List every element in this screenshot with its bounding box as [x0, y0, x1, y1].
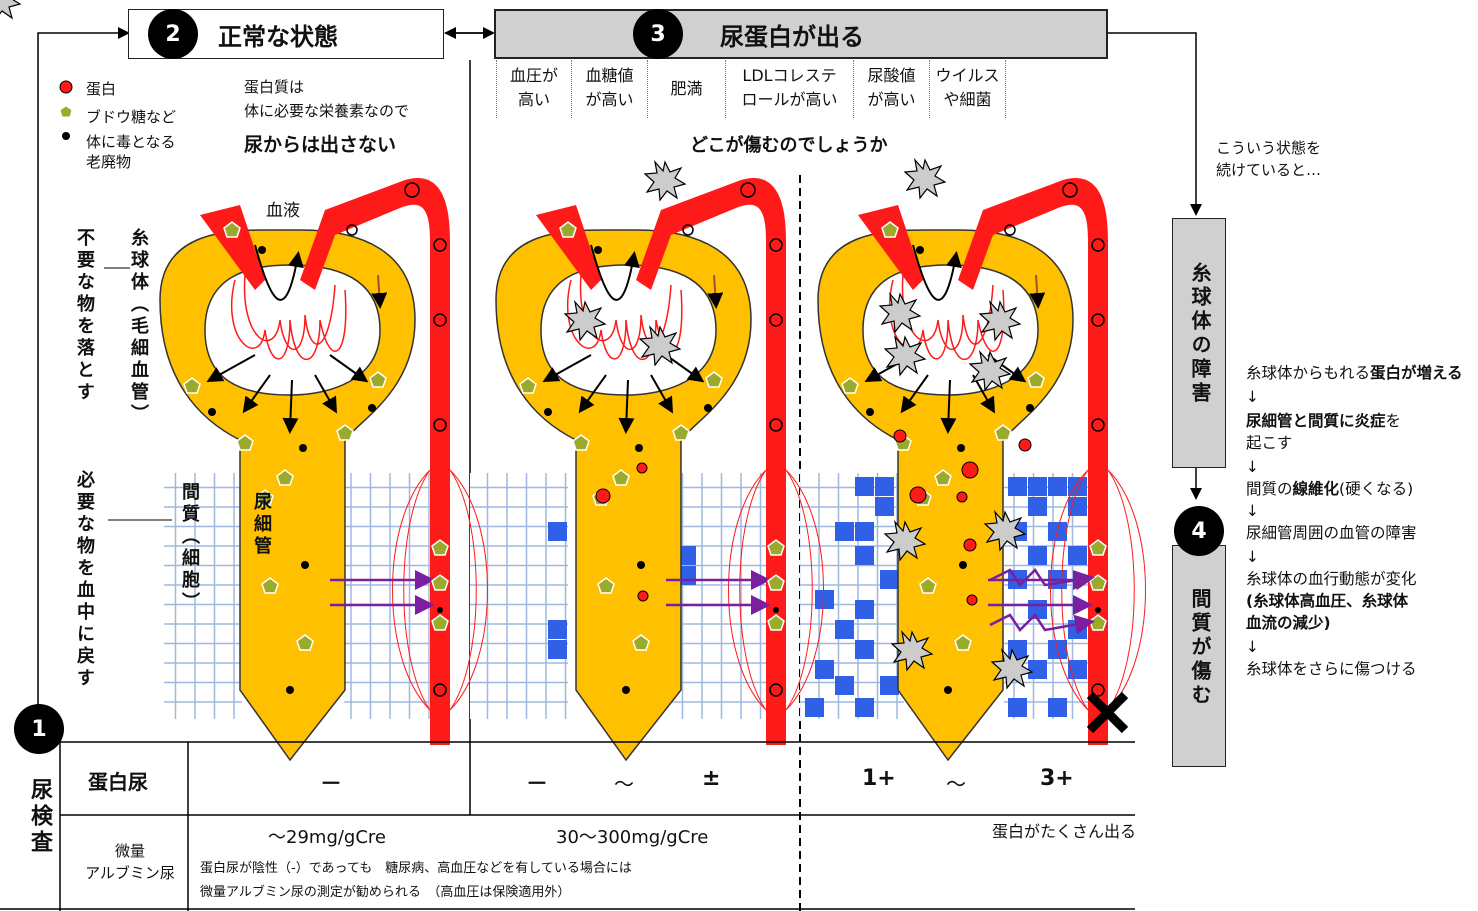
proteinuria-high-tilde: ～ [946, 768, 966, 797]
question-text: どこが傷むのでしょうか [690, 131, 887, 157]
proteinuria-high-a: 1+ [862, 766, 896, 791]
blood-label: 血液 [266, 196, 300, 221]
cause-obesity: 肥満 [648, 60, 726, 118]
flow-step-4: 尿細管周囲の血管の障害 [1246, 522, 1417, 544]
proteinuria-normal: － [320, 766, 342, 798]
badge-2: 2 [148, 9, 198, 59]
flow-step-2: 尿細管と間質に炎症を 起こす [1246, 410, 1401, 454]
flow-arrow-1: ↓ [1246, 386, 1259, 408]
legend-protein: 蛋白 [86, 78, 116, 99]
return-needed-label: 必要な物を血中に戻す [71, 470, 97, 690]
normal-note-1: 蛋白質は [244, 76, 304, 98]
albumin-high: 蛋白がたくさん出る [992, 821, 1136, 843]
proteinuria-mid-b: ± [702, 766, 720, 791]
proteinuria-mid-tilde: ～ [614, 768, 634, 797]
cause-blood-sugar: 血糖値 が高い [572, 60, 648, 118]
normal-note-emphasis: 尿からは出さない [244, 130, 396, 157]
flow-arrow-3: ↓ [1246, 500, 1259, 522]
proteinuria-row-label: 蛋白尿 [88, 766, 148, 795]
flow-step-3: 間質の線維化(硬くなる) [1246, 478, 1413, 500]
flow-step-1: 糸球体からもれる蛋白が増える [1246, 362, 1463, 384]
glomerulus-damage-text: 糸球体の障害 [1186, 262, 1215, 406]
badge-4: 4 [1174, 506, 1224, 556]
normal-state-title: 正常な状態 [218, 17, 338, 52]
proteinuria-high-b: 3+ [1040, 766, 1074, 791]
proteinuria-title: 尿蛋白が出る [720, 17, 864, 52]
normal-note-2: 体に必要な栄養素なので [244, 100, 409, 122]
albumin-row-label: 微量 アルブミン尿 [80, 840, 180, 884]
flow-arrow-5: ↓ [1246, 636, 1259, 658]
cause-uric-acid: 尿酸値 が高い [854, 60, 930, 118]
tubule-label: 尿細管 [248, 492, 274, 558]
drop-unneeded-label: 不要な物を落とす [71, 228, 97, 404]
urine-test-label: 尿検査 [23, 778, 55, 856]
cause-blood-pressure: 血圧が 高い [496, 60, 572, 118]
legend-glucose: ブドウ糖など [86, 106, 176, 127]
interstitium-label: 間質（細胞） [176, 482, 202, 614]
albumin-mid: 30～300mg/gCre [556, 823, 708, 849]
proteinuria-mid-a: － [526, 766, 548, 798]
legend-waste: 体に毒となる 老廃物 [86, 132, 176, 172]
glomerulus-label: 糸球体（毛細血管） [125, 228, 151, 426]
badge-1: 1 [14, 704, 64, 754]
badge-3: 3 [633, 9, 683, 59]
continuing-text: こういう状態を 続けていると… [1216, 137, 1321, 181]
flow-step-5: 糸球体の血行動態が変化 [1246, 568, 1417, 590]
flow-step-6: 糸球体をさらに傷つける [1246, 658, 1417, 680]
flow-arrow-4: ↓ [1246, 546, 1259, 568]
albumin-note-2: 微量アルブミン尿の測定が勧められる （高血圧は保険適用外） [200, 881, 570, 900]
flow-arrow-2: ↓ [1246, 456, 1259, 478]
cause-ldl: LDLコレステ ロールが高い [726, 60, 854, 118]
albumin-note-1: 蛋白尿が陰性（-）であっても 糖尿病、高血圧などを有している場合には [200, 857, 632, 876]
albumin-normal: ～29mg/gCre [268, 823, 386, 849]
flow-step-5-detail: (糸球体高血圧、糸球体 血流の減少) [1246, 590, 1408, 634]
cause-virus: ウイルス や細菌 [930, 60, 1006, 118]
interstitium-damage-text: 間質が傷む [1186, 588, 1215, 708]
